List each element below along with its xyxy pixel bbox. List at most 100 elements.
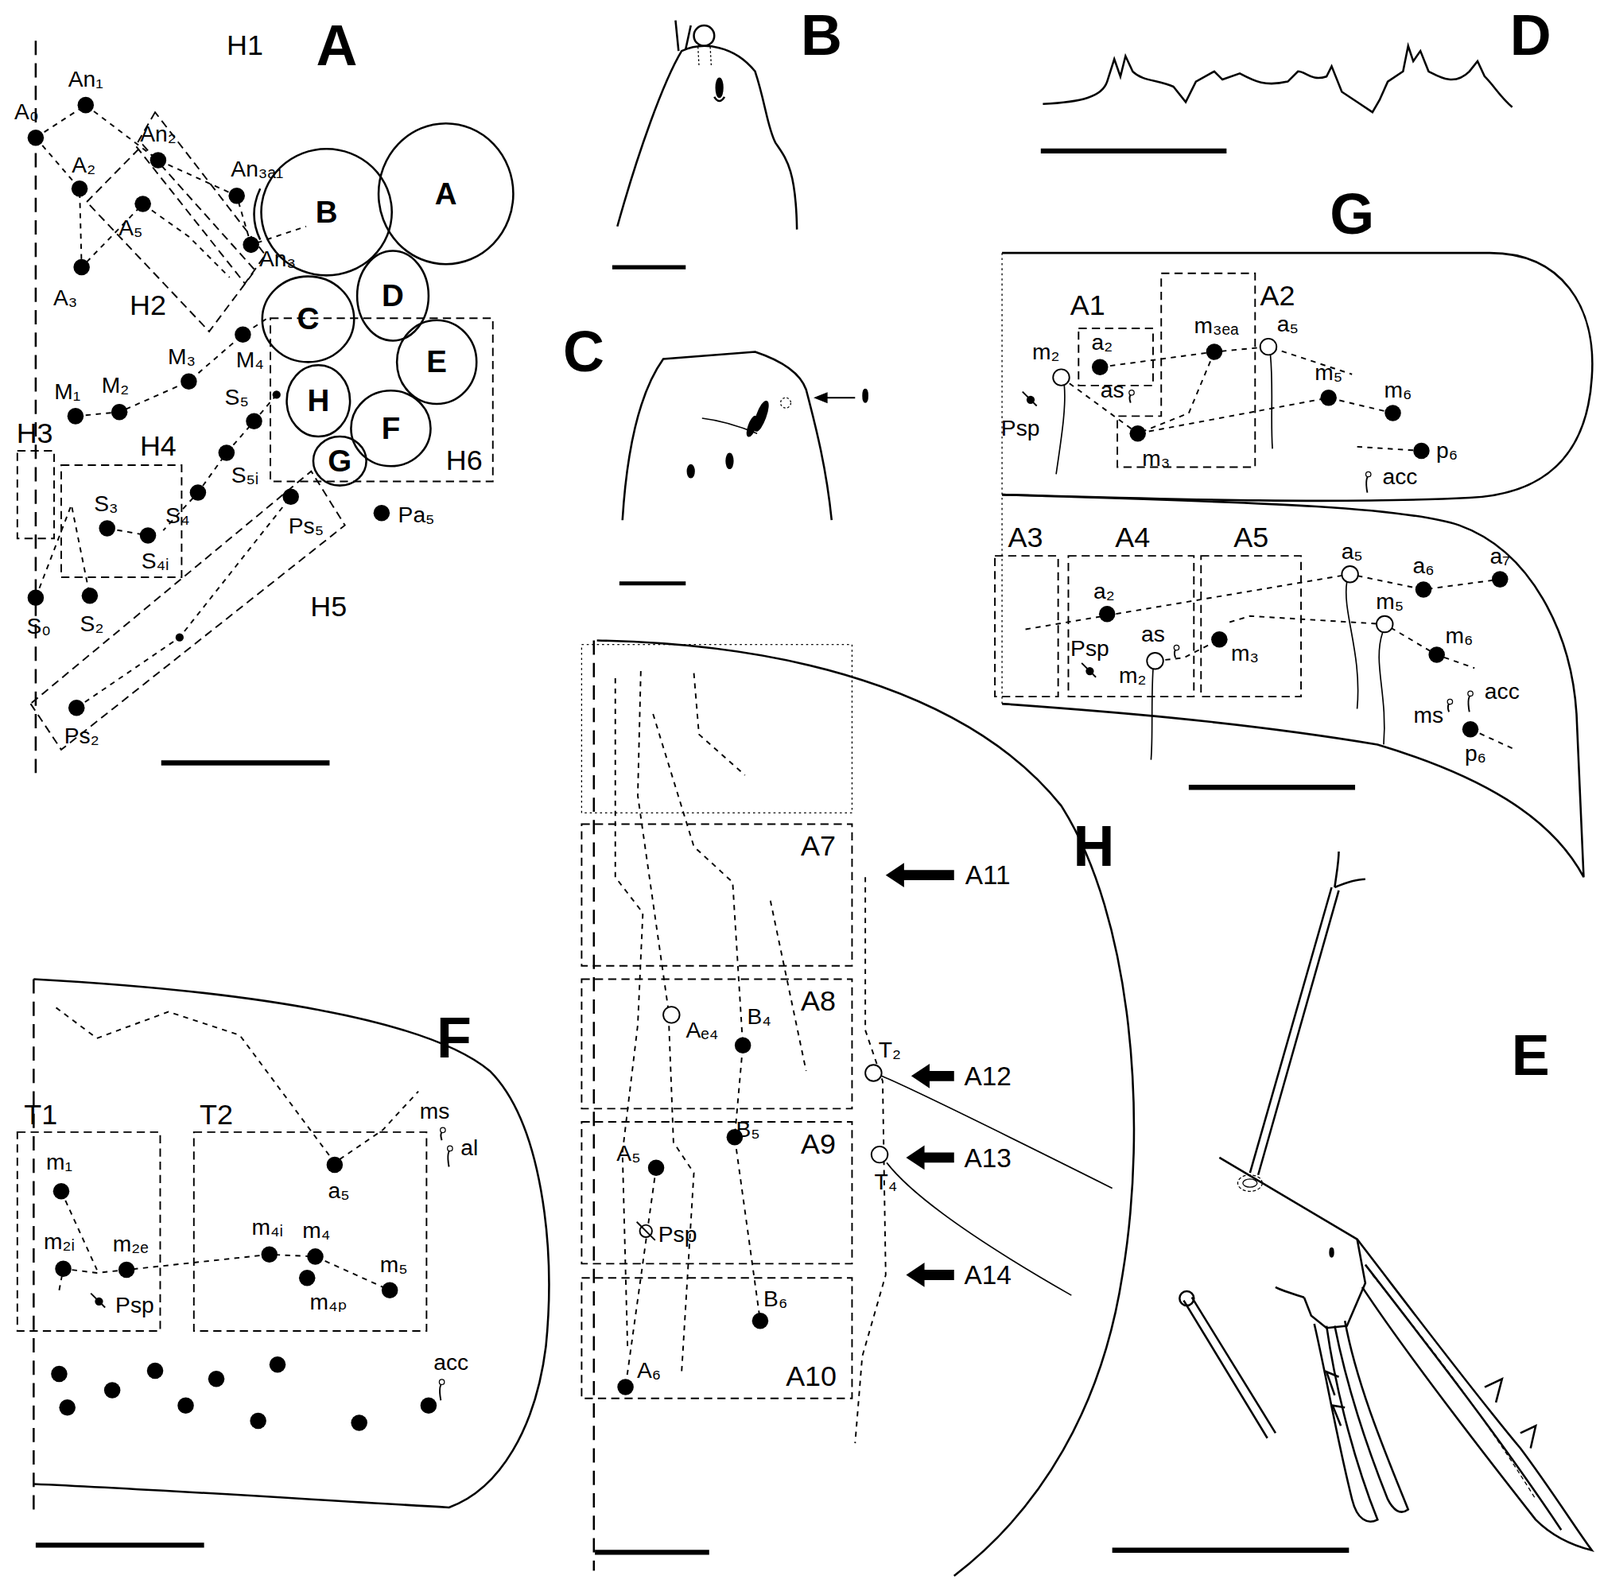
panel-f-outline xyxy=(56,1007,420,1290)
panel-g-outline xyxy=(1056,385,1065,475)
eye-lens: A xyxy=(377,122,515,266)
panel-d-outline xyxy=(1040,148,1228,154)
seta-label: m₆ xyxy=(1444,625,1473,648)
area-label: H1 xyxy=(226,31,264,61)
area-label: A5 xyxy=(1233,523,1269,552)
seta-dot xyxy=(111,403,129,421)
area-outline xyxy=(30,471,345,750)
panel-a-lines xyxy=(35,40,331,776)
area-outline xyxy=(1117,273,1255,468)
panel-e-claw xyxy=(1334,1320,1408,1512)
area-outline xyxy=(581,1122,852,1264)
seta-label: a₇ xyxy=(1490,545,1511,568)
lens-letter: A xyxy=(434,178,458,209)
area-outline xyxy=(17,1132,161,1332)
seta-label: m₅ xyxy=(1314,361,1343,385)
pointer-arrow xyxy=(911,1064,955,1089)
panel-d-outline xyxy=(1042,46,1512,113)
seta-label: S₃ xyxy=(93,493,118,516)
seta-label: a₂ xyxy=(1091,331,1113,354)
seta-label: A₂ xyxy=(71,154,96,177)
seta-dot xyxy=(381,1281,399,1299)
arrow-label: A14 xyxy=(963,1262,1011,1289)
area-outline xyxy=(17,450,55,539)
panel-b-outline xyxy=(612,265,686,270)
seta-dot xyxy=(147,1363,164,1380)
panel-e-claw xyxy=(1112,851,1593,1551)
area-outline xyxy=(1117,273,1255,468)
panel-g-outline xyxy=(1001,252,1593,501)
seta-dot xyxy=(420,1397,438,1414)
seta-label: A₃ xyxy=(53,286,78,309)
seta-dot xyxy=(1129,425,1146,443)
panel-b-outline xyxy=(675,20,691,51)
seta-dot xyxy=(373,504,391,522)
chaetotaxy-area: A1 xyxy=(1078,328,1154,386)
arrow-label: A12 xyxy=(963,1063,1011,1090)
seta-dot xyxy=(77,97,95,114)
panel-a-lines xyxy=(34,40,38,776)
panel-e-claw xyxy=(1326,1371,1345,1426)
panel-g-outline xyxy=(1229,616,1475,668)
seta-dot xyxy=(73,259,90,276)
eye-lens: F xyxy=(349,389,432,467)
small-dot xyxy=(175,633,184,642)
panel-g-outline xyxy=(1188,784,1356,790)
seta-label: S₅ᵢ xyxy=(231,464,260,487)
area-outline xyxy=(1078,328,1154,386)
seta-label: Ps₂ xyxy=(64,725,100,748)
panel-e-claw xyxy=(1365,1265,1562,1531)
panel-g-outline xyxy=(1060,377,1138,435)
eye-lens: H xyxy=(285,364,351,438)
seta-dot xyxy=(350,1414,368,1432)
seta-label: An₁ xyxy=(68,68,104,91)
psp-mark xyxy=(1026,396,1035,404)
seta-label: m₄ xyxy=(302,1219,331,1243)
socket-circle xyxy=(865,1064,882,1082)
seta-label: p₆ xyxy=(1464,742,1487,766)
seta-label: m₂ xyxy=(1032,340,1060,363)
panel-c-outline xyxy=(622,352,832,521)
seta-dot xyxy=(1428,646,1445,664)
panel-letter: F xyxy=(436,1009,472,1068)
socket-circle xyxy=(871,1146,889,1164)
seta-label: An₃ xyxy=(259,248,296,271)
seta-label: Psp xyxy=(115,1294,155,1317)
seta-label: Psp xyxy=(658,1223,698,1247)
panel-c-outline xyxy=(687,465,695,478)
panel-a-lines xyxy=(76,497,291,709)
microseta-mark xyxy=(1129,390,1134,396)
panel-e-claw xyxy=(1219,1157,1365,1329)
seta-dot xyxy=(617,1378,634,1396)
area-label: A2 xyxy=(1260,281,1296,311)
seta-dot xyxy=(282,488,300,505)
panel-c-outline xyxy=(702,418,758,434)
eye-lens: C xyxy=(260,275,355,363)
panel-e-claw xyxy=(1334,851,1365,888)
seta-dot xyxy=(299,1269,316,1287)
chaetotaxy-area: H6EHFG xyxy=(270,318,494,482)
seta-label: Aₑ₄ xyxy=(685,1018,719,1041)
seta-dot xyxy=(245,413,263,431)
seta-label: B₄ xyxy=(746,1005,771,1029)
microseta-mark xyxy=(1173,644,1179,650)
panel-h-outline xyxy=(886,1162,1072,1296)
panel-h-outline xyxy=(593,640,596,1572)
seta-dot xyxy=(190,484,207,501)
panel-g-outline xyxy=(1001,252,1002,704)
seta-dot xyxy=(58,1399,76,1417)
panel-g-outline xyxy=(1137,352,1394,435)
area-label: A7 xyxy=(800,832,836,862)
area-outline xyxy=(581,1277,852,1399)
chaetotaxy-area: A2 xyxy=(1117,273,1255,468)
area-outline xyxy=(86,144,256,332)
socket-circle xyxy=(1146,652,1164,670)
pointer-arrow xyxy=(905,1145,954,1171)
psp-mark xyxy=(636,1222,656,1241)
panel-c-outline xyxy=(619,352,868,584)
area-outline xyxy=(194,1132,428,1332)
seta-dot xyxy=(306,1248,324,1266)
seta-label: M₄ xyxy=(236,349,265,372)
panel-b-outline xyxy=(716,78,723,98)
socket-circle xyxy=(1341,566,1359,583)
